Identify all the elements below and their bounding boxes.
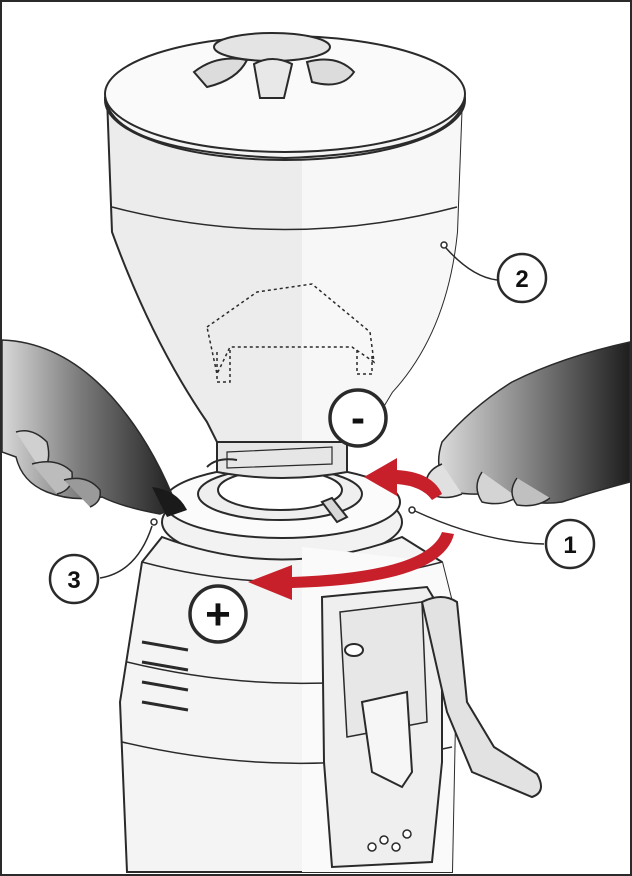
arrow-counterclockwise	[364, 458, 442, 500]
right-hand	[425, 341, 630, 507]
leader-lines	[99, 241, 545, 579]
callout-2-label: 2	[515, 266, 528, 293]
plus-symbol: +	[188, 584, 248, 644]
left-hand	[2, 339, 187, 517]
plus-label: +	[205, 590, 231, 639]
callout-3-label: 3	[67, 567, 80, 594]
minus-label: -	[351, 394, 365, 441]
grinder-base	[118, 535, 542, 873]
arrow-clockwise	[248, 532, 454, 600]
adjustment-ring	[161, 441, 403, 563]
callout-3: 3	[48, 553, 100, 605]
hopper	[104, 32, 466, 443]
rotation-arrows	[248, 458, 454, 600]
minus-symbol: -	[328, 388, 388, 448]
callout-1: 1	[544, 518, 596, 570]
callout-1-label: 1	[563, 532, 576, 559]
callout-2: 2	[496, 252, 548, 304]
